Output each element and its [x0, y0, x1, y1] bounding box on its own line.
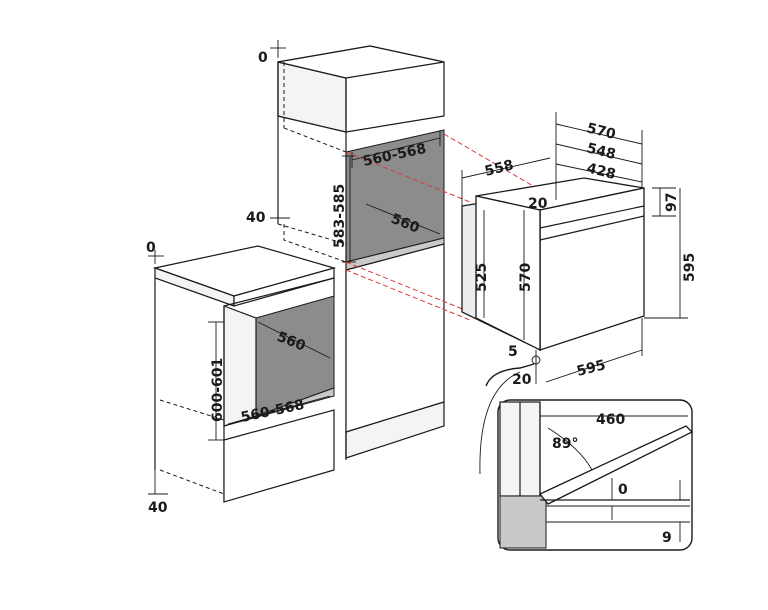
col-top-zero-label: 0: [258, 50, 268, 66]
oven-total-width-label: 570: [585, 120, 617, 143]
oven-foot-depth-label: 20: [512, 372, 532, 388]
oven-body-height-label: 525: [474, 263, 490, 292]
column-cabinet: [270, 40, 445, 460]
base-cabinet: [148, 245, 337, 503]
door-angle-label: 89°: [552, 436, 578, 452]
col-side-gap-label: 40: [246, 210, 266, 226]
oven-appliance: [461, 112, 688, 384]
base-niche-height-label: 600-601: [210, 358, 226, 422]
oven-front-width-label: 595: [575, 357, 607, 380]
door-bottom-offset-label: 9: [662, 530, 672, 546]
oven-panel-height-label: 97: [664, 193, 680, 212]
base-bottom-gap-label: 40: [148, 500, 168, 516]
oven-top-offset-label: 20: [528, 196, 548, 212]
oven-inner-height-label: 570: [518, 263, 534, 292]
oven-side-depth-label: 558: [483, 157, 515, 180]
door-detail: [479, 363, 694, 551]
col-niche-height-label: 583-585: [332, 184, 348, 248]
oven-body-depth-label: 548: [585, 140, 617, 163]
oven-bottom-gap-label: 5: [508, 344, 518, 360]
base-top-zero-label: 0: [146, 240, 156, 256]
oven-inner-depth-label: 428: [585, 160, 617, 183]
projection-lines: [345, 133, 541, 321]
door-gap-zero-label: 0: [618, 482, 628, 498]
door-clearance-label: 460: [596, 412, 625, 428]
oven-total-height-label: 595: [682, 253, 698, 282]
